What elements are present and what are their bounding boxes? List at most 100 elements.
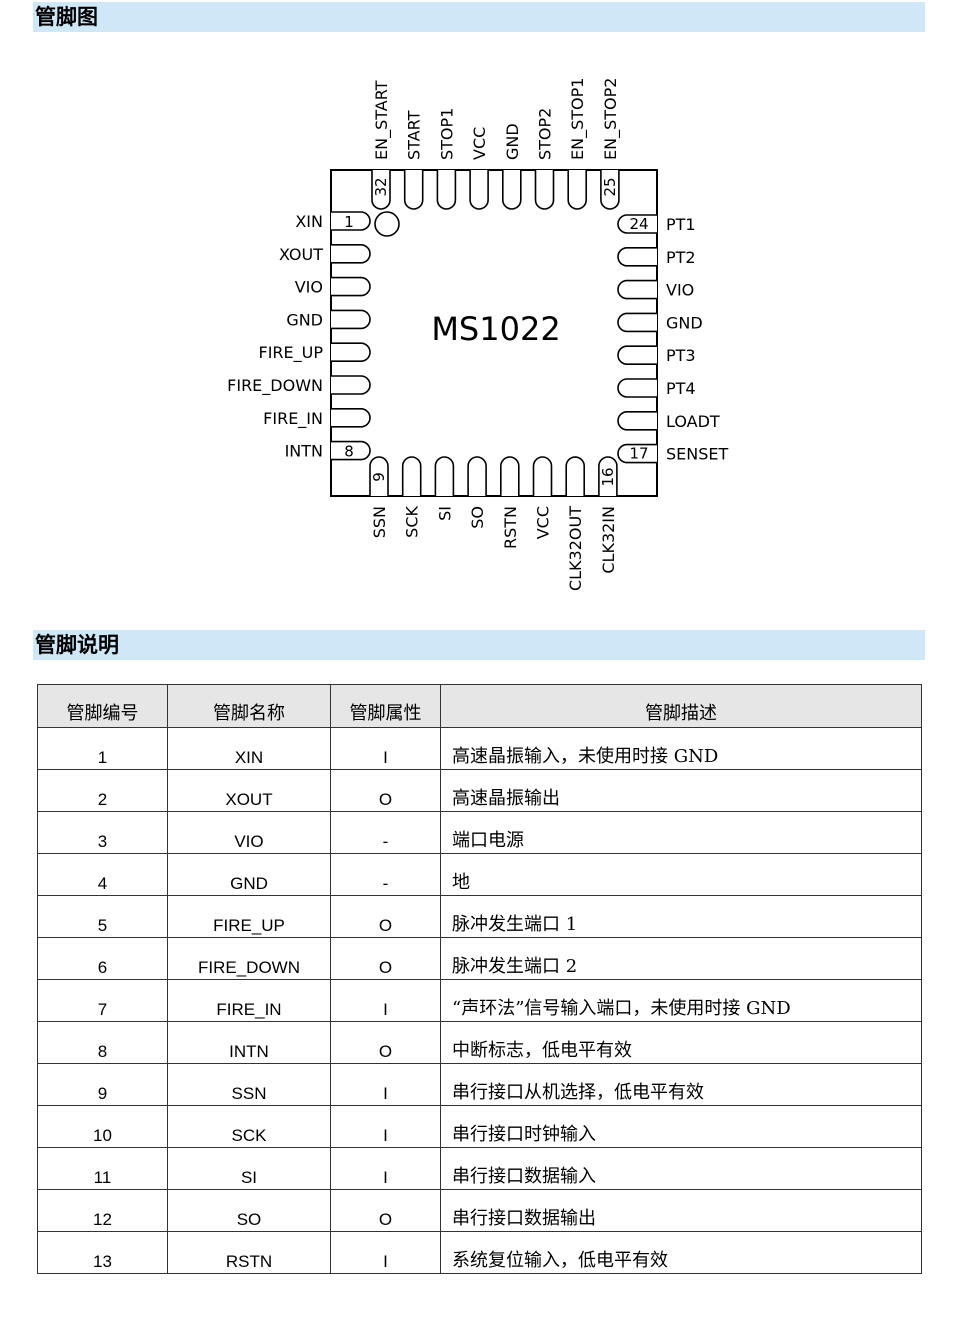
- pin-pad-bottom: [434, 456, 455, 496]
- pin1-marker: [374, 211, 400, 237]
- pin-label-left: XIN: [295, 212, 323, 231]
- pin-pad-bottom: [598, 456, 618, 496]
- table-header-row: 管脚编号 管脚名称 管脚属性 管脚描述: [37, 684, 922, 728]
- pin-number: 32: [372, 177, 390, 196]
- pin-label-right: VIO: [666, 281, 694, 300]
- pin-number: 9: [370, 472, 388, 482]
- pin-name-cell: SO: [167, 1189, 331, 1232]
- pin-label-right: LOADT: [666, 412, 720, 431]
- pin-description-cell: 脉冲发生端口 2: [440, 937, 922, 980]
- pinout-section-header: 管脚图: [33, 2, 925, 32]
- pin-number-cell: 2: [37, 769, 168, 812]
- pin-name-cell: SCK: [167, 1105, 331, 1148]
- pin-pad-top: [502, 170, 522, 210]
- pin-number: 8: [344, 443, 354, 461]
- pin-pad-right: [617, 247, 657, 267]
- pin-description-cell: 高速晶振输出: [440, 769, 922, 812]
- pin-attribute-cell: -: [330, 811, 441, 854]
- header-pin-number: 管脚编号: [37, 684, 168, 728]
- pin-name-cell: FIRE_DOWN: [167, 937, 331, 980]
- pin-description-cell: 串行接口数据输出: [440, 1189, 922, 1232]
- pin-name-cell: XIN: [167, 727, 331, 770]
- pin-pad-top: [436, 170, 457, 210]
- pin-pad-right: [617, 411, 657, 431]
- pin-label-top: STOP2: [536, 108, 555, 160]
- pin-number-cell: 3: [37, 811, 168, 854]
- pin-pad-right: [617, 312, 657, 333]
- pin-pad-right: [617, 345, 657, 365]
- pin-description-cell: 系统复位输入，低电平有效: [440, 1231, 922, 1274]
- description-section-header: 管脚说明: [33, 630, 925, 660]
- pin-number-cell: 4: [37, 853, 168, 896]
- pin-description-cell: 端口电源: [440, 811, 922, 854]
- pin-number: 1: [344, 213, 354, 231]
- pin-attribute-cell: I: [330, 1231, 441, 1274]
- pin-attribute-cell: I: [330, 1147, 441, 1190]
- pin-number: 24: [629, 215, 648, 233]
- pin-pad-right: [617, 443, 657, 464]
- pin-description-cell: 串行接口数据输入: [440, 1147, 922, 1190]
- pin-number-cell: 9: [37, 1063, 168, 1106]
- pin-label-left: GND: [286, 310, 323, 329]
- pin-number-cell: 10: [37, 1105, 168, 1148]
- pin-name-cell: SSN: [167, 1063, 331, 1106]
- pin-label-bottom: CLK32OUT: [566, 506, 585, 591]
- pin-pad-bottom: [500, 456, 520, 496]
- pin-number-cell: 12: [37, 1189, 168, 1232]
- pin-description-cell: 串行接口时钟输入: [440, 1105, 922, 1148]
- pin-attribute-cell: -: [330, 853, 441, 896]
- pin-label-left: FIRE_IN: [263, 409, 323, 429]
- pin-pad-left: [331, 309, 371, 330]
- pin-label-top: STOP1: [437, 108, 456, 160]
- pin-name-cell: FIRE_IN: [167, 979, 331, 1022]
- pin-description-cell: 脉冲发生端口 1: [440, 895, 922, 938]
- pin-description-cell: 地: [440, 853, 922, 896]
- pin-pad-top: [534, 170, 555, 210]
- pin-name-cell: GND: [167, 853, 331, 896]
- pin-name-cell: INTN: [167, 1021, 331, 1064]
- pin-attribute-cell: O: [330, 937, 441, 980]
- pin-pad-left: [331, 375, 371, 395]
- pin-name-cell: SI: [167, 1147, 331, 1190]
- pin-attribute-cell: O: [330, 895, 441, 938]
- pin-pad-right: [617, 378, 657, 398]
- pin-number: 17: [629, 445, 648, 463]
- pin-number-cell: 6: [37, 937, 168, 980]
- pin-label-right: PT2: [666, 248, 696, 267]
- chip-name: MS1022: [431, 310, 560, 348]
- pin-number-cell: 8: [37, 1021, 168, 1064]
- pin-pad-top: [469, 170, 489, 210]
- pin-label-bottom: SCK: [403, 506, 422, 538]
- pin-pad-left: [331, 276, 371, 297]
- pin-label-top: GND: [503, 123, 522, 160]
- pin-label-top: START: [405, 110, 424, 160]
- pin-description-cell: 中断标志，低电平有效: [440, 1021, 922, 1064]
- pin-name-cell: FIRE_UP: [167, 895, 331, 938]
- pin-pad-right: [617, 214, 657, 234]
- pin-attribute-cell: O: [330, 769, 441, 812]
- pin-label-top: EN_STOP2: [601, 78, 621, 160]
- pin-number-cell: 13: [37, 1231, 168, 1274]
- pin-pad-left: [331, 440, 371, 461]
- pin-pad-bottom: [401, 456, 422, 496]
- pin-label-right: PT4: [666, 379, 696, 398]
- pin-attribute-cell: I: [330, 1063, 441, 1106]
- pin-pad-left: [331, 244, 371, 264]
- pin-label-bottom: SSN: [370, 506, 389, 538]
- pin-name-cell: RSTN: [167, 1231, 331, 1274]
- pin-label-bottom: SI: [435, 506, 454, 521]
- pin-label-left: FIRE_DOWN: [227, 376, 323, 396]
- description-section-title: 管脚说明: [35, 633, 119, 657]
- pin-pad-top: [403, 170, 424, 210]
- pinout-section-title: 管脚图: [35, 5, 98, 29]
